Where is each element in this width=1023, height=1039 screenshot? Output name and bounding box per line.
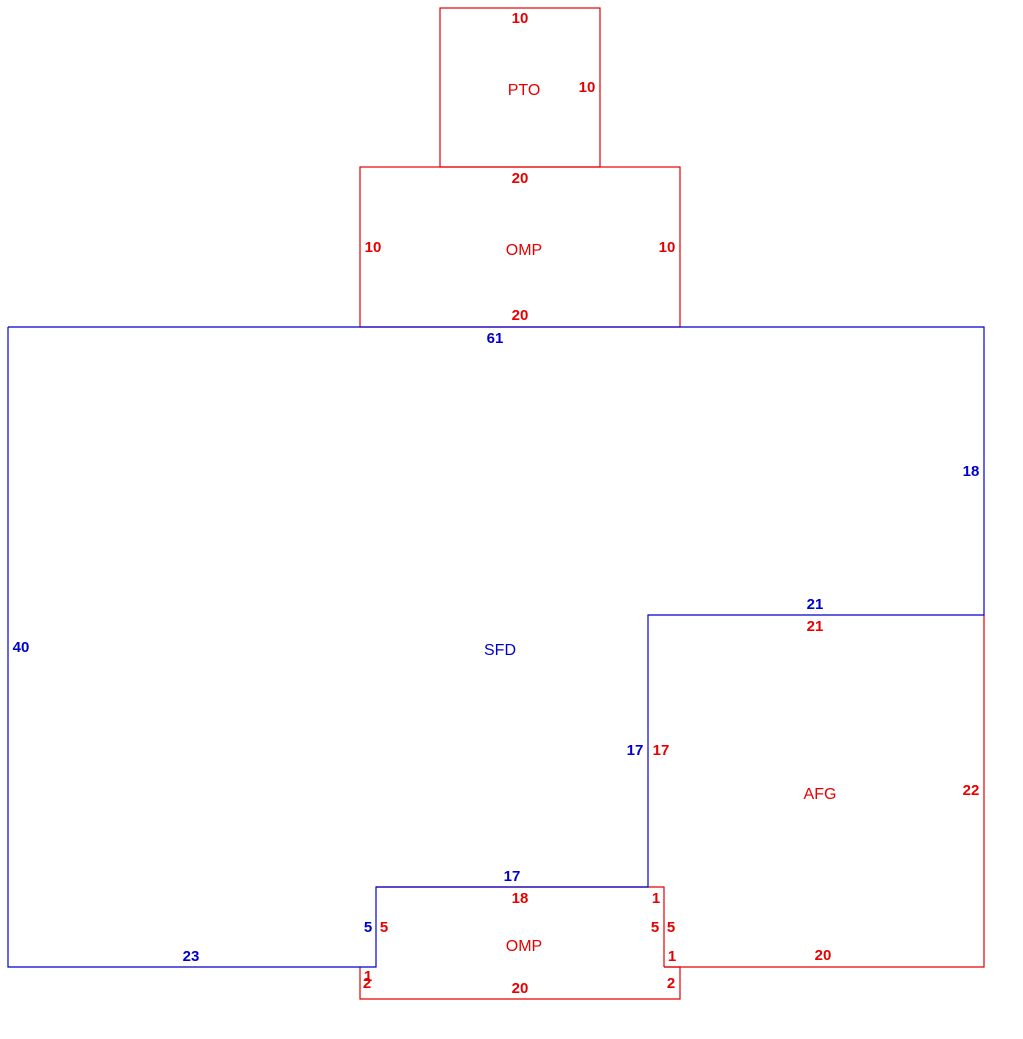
pto-area: PTO 10 10 xyxy=(439,7,601,168)
afg-outline xyxy=(664,615,985,968)
omp-bottom-dim-left: 5 xyxy=(380,919,388,936)
omp-top-dim-right: 10 xyxy=(659,239,676,256)
sfd-area: SFD 61 18 21 40 17 17 5 23 xyxy=(7,326,985,968)
sfd-outline xyxy=(7,326,985,968)
omp-bottom-dim-right-step-top: 1 xyxy=(652,890,660,907)
omp-bottom-dim-right: 5 xyxy=(667,919,675,936)
pto-dim-right: 10 xyxy=(579,79,596,96)
omp-bottom-outline-bottom xyxy=(359,966,681,1000)
omp-bottom-dim-left-step: 1 xyxy=(364,968,372,985)
sfd-dim-notch-stub: 5 xyxy=(364,919,372,936)
omp-top-dim-bottom: 20 xyxy=(512,307,529,324)
afg-dim-left: 17 xyxy=(653,742,670,759)
sfd-dim-notch-top: 21 xyxy=(807,596,824,613)
afg-dim-bottom: 20 xyxy=(815,947,832,964)
omp-top-label: OMP xyxy=(506,242,542,259)
sfd-dim-bottom: 23 xyxy=(183,948,200,965)
pto-label: PTO xyxy=(508,82,541,99)
afg-dim-top: 21 xyxy=(807,618,824,635)
omp-top-dim-top: 20 xyxy=(512,170,529,187)
sfd-label: SFD xyxy=(484,642,516,659)
omp-bottom-label: OMP xyxy=(506,938,542,955)
sfd-dim-notch-left: 17 xyxy=(627,742,644,759)
omp-bottom-dim-left-lower: 2 xyxy=(363,975,371,992)
omp-bottom-dim-right-inner: 5 xyxy=(651,919,659,936)
omp-top-area: OMP 20 10 10 20 xyxy=(359,166,681,328)
sfd-dim-right: 18 xyxy=(963,463,980,480)
sfd-dim-top: 61 xyxy=(487,330,504,347)
omp-top-dim-left: 10 xyxy=(365,239,382,256)
omp-bottom-dim-bottom: 20 xyxy=(512,980,529,997)
omp-bottom-dim-right-step: 1 xyxy=(668,948,676,965)
afg-dim-right: 22 xyxy=(963,782,980,799)
afg-area: AFG 21 17 22 20 xyxy=(653,615,985,968)
omp-bottom-area: OMP 18 5 5 5 1 1 1 2 2 20 xyxy=(359,886,681,1000)
sfd-dim-notch-bottom: 17 xyxy=(504,868,521,885)
pto-dim-top: 10 xyxy=(512,10,529,27)
sfd-dim-left: 40 xyxy=(13,639,30,656)
omp-bottom-dim-top: 18 xyxy=(512,890,529,907)
omp-bottom-dim-right-lower: 2 xyxy=(667,975,675,992)
afg-label: AFG xyxy=(804,786,837,803)
